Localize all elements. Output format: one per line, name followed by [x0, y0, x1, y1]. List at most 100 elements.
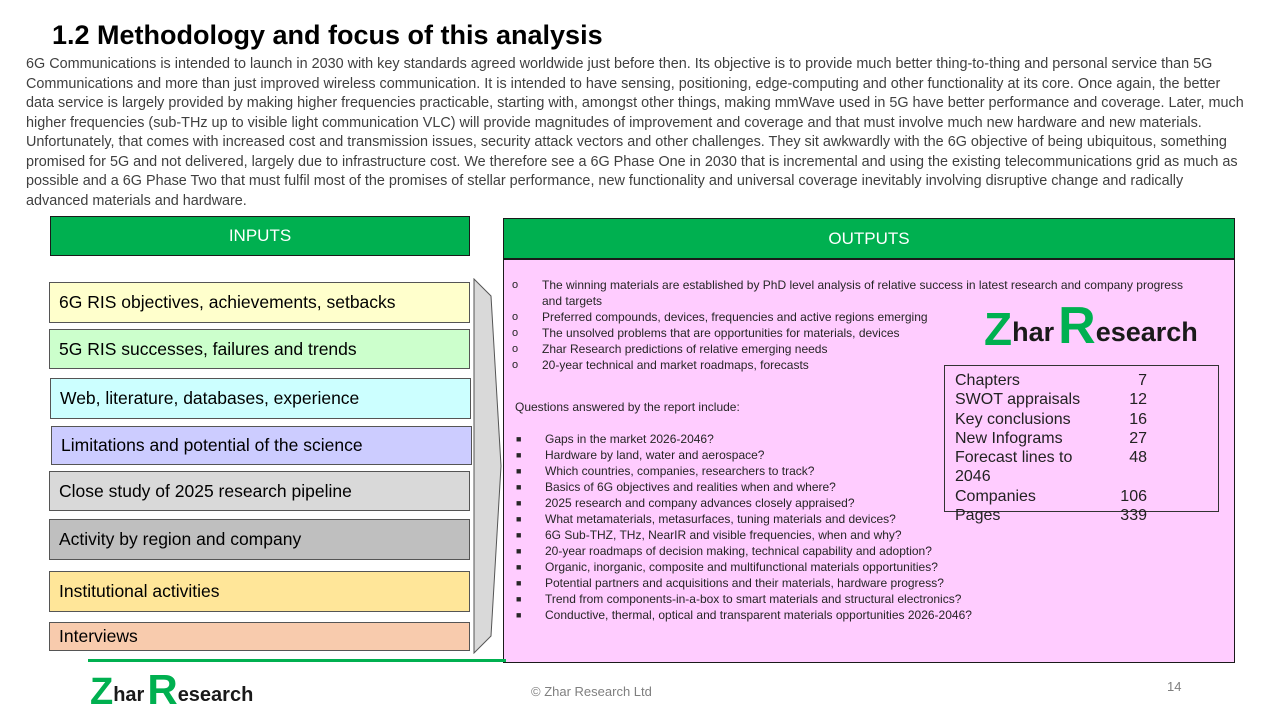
input-box: Close study of 2025 research pipeline — [49, 471, 470, 511]
output-item: o 20-year technical and market roadmaps, … — [512, 357, 1202, 373]
stat-label: Chapters — [955, 372, 1020, 389]
output-item-text: 20-year technical and market roadmaps, f… — [542, 358, 809, 372]
logo-letter-z: Z — [90, 671, 114, 713]
question-item: ■ Conductive, thermal, optical and transp… — [514, 607, 1074, 623]
circle-bullet-icon: o — [512, 343, 519, 355]
stat-row: Chapters 7 — [955, 371, 1218, 390]
stat-label: Companies — [955, 487, 1036, 505]
circle-bullet-icon: o — [512, 279, 519, 291]
question-text: Basics of 6G objectives and realities wh… — [545, 480, 836, 494]
output-item-text: Preferred compounds, devices, frequencie… — [542, 310, 928, 324]
question-text: Conductive, thermal, optical and transpa… — [545, 608, 972, 622]
square-bullet-icon: ■ — [516, 530, 522, 540]
output-item: o The unsolved problems that are opportun… — [512, 325, 1202, 341]
stat-label: Key conclusions — [955, 410, 1071, 428]
stat-row: New Infograms 27 — [955, 429, 1218, 448]
question-item: ■ Hardware by land, water and aerospace? — [514, 447, 1074, 463]
input-box: Institutional activities — [49, 571, 470, 612]
question-text: Organic, inorganic, composite and multif… — [545, 560, 938, 574]
logo-text-esearch: esearch — [177, 684, 254, 706]
square-bullet-icon: ■ — [516, 546, 522, 556]
stat-value: 48 — [1129, 449, 1147, 467]
question-item: ■ 20-year roadmaps of decision making, te… — [514, 543, 1074, 559]
stat-row: Forecast lines to 2046 48 — [955, 448, 1218, 487]
input-box: Limitations and potential of the science — [51, 426, 472, 465]
stat-value: 106 — [1120, 487, 1147, 505]
logo-letter-r: R — [147, 666, 178, 713]
outputs-header: OUTPUTS — [503, 218, 1235, 259]
square-bullet-icon: ■ — [516, 514, 522, 524]
page-number: 14 — [1167, 679, 1182, 694]
chevron-right-arrow-icon — [473, 278, 502, 654]
questions-heading: Questions answered by the report include… — [515, 400, 740, 414]
output-item-text: The unsolved problems that are opportuni… — [542, 326, 900, 340]
question-text: 20-year roadmaps of decision making, tec… — [545, 544, 932, 558]
footer-divider — [88, 659, 506, 662]
question-text: Gaps in the market 2026-2046? — [545, 432, 714, 446]
copyright-text: © Zhar Research Ltd — [531, 684, 652, 699]
question-item: ■ Organic, inorganic, composite and multi… — [514, 559, 1074, 575]
question-item: ■ Gaps in the market 2026-2046? — [514, 431, 1074, 447]
question-text: Hardware by land, water and aerospace? — [545, 448, 765, 462]
square-bullet-icon: ■ — [516, 482, 522, 492]
question-text: What metamaterials, metasurfaces, tuning… — [545, 512, 896, 526]
stat-value: 27 — [1129, 429, 1147, 447]
output-item: o The winning materials are established b… — [512, 277, 1202, 309]
question-item: ■ 6G Sub-THZ, THz, NearIR and visible fre… — [514, 527, 1074, 543]
stat-label: Forecast lines to 2046 — [955, 449, 1073, 486]
zhar-research-logo: Z har R esearch — [984, 300, 1198, 352]
questions-list: ■ Gaps in the market 2026-2046? ■ Hardware … — [514, 431, 1074, 623]
square-bullet-icon: ■ — [516, 466, 522, 476]
page-title: 1.2 Methodology and focus of this analys… — [52, 20, 603, 50]
square-bullet-icon: ■ — [516, 578, 522, 588]
question-item: ■ What metamaterials, metasurfaces, tunin… — [514, 511, 1074, 527]
intro-paragraph: 6G Communications is intended to launch … — [26, 56, 1244, 209]
logo-letter-r: R — [1058, 297, 1096, 355]
logo-text-har: har — [113, 684, 145, 706]
circle-bullet-icon: o — [512, 359, 519, 371]
output-item: o Preferred compounds, devices, frequenci… — [512, 309, 1202, 325]
question-item: ■ Potential partners and acquisitions and… — [514, 575, 1074, 591]
stat-value: 16 — [1129, 410, 1147, 428]
question-item: ■ Which countries, companies, researchers… — [514, 463, 1074, 479]
stat-row: Key conclusions 16 — [955, 410, 1218, 429]
circle-bullet-icon: o — [512, 311, 519, 323]
square-bullet-icon: ■ — [516, 562, 522, 572]
logo-letter-z: Z — [984, 303, 1013, 355]
question-text: 6G Sub-THZ, THz, NearIR and visible freq… — [545, 528, 902, 542]
input-box: Activity by region and company — [49, 519, 470, 560]
square-bullet-icon: ■ — [516, 498, 522, 508]
stat-label: New Infograms — [955, 429, 1063, 447]
square-bullet-icon: ■ — [516, 450, 522, 460]
square-bullet-icon: ■ — [516, 594, 522, 604]
question-item: ■ 2025 research and company advances clos… — [514, 495, 1074, 511]
input-box: 6G RIS objectives, achievements, setback… — [49, 282, 470, 323]
stat-label: SWOT appraisals — [955, 391, 1081, 409]
input-box: Interviews — [49, 622, 470, 651]
square-bullet-icon: ■ — [516, 434, 522, 444]
question-item: ■ Trend from components-in-a-box to smart… — [514, 591, 1074, 607]
stat-label: Pages — [955, 507, 1001, 525]
logo-text-esearch: esearch — [1095, 317, 1198, 347]
input-box: Web, literature, databases, experience — [50, 378, 471, 419]
question-text: 2025 research and company advances close… — [545, 496, 855, 510]
question-text: Potential partners and acquisitions and … — [545, 576, 944, 590]
output-item-text: Zhar Research predictions of relative em… — [542, 342, 828, 356]
square-bullet-icon: ■ — [516, 610, 522, 620]
question-text: Which countries, companies, researchers … — [545, 464, 815, 478]
footer-logo: Z har R esearch — [90, 666, 254, 713]
stat-row: Companies 106 — [955, 487, 1218, 506]
output-item: o Zhar Research predictions of relative e… — [512, 341, 1202, 357]
question-item: ■ Basics of 6G objectives and realities w… — [514, 479, 1074, 495]
logo-text-har: har — [1012, 317, 1055, 347]
input-box: 5G RIS successes, failures and trends — [49, 329, 470, 369]
circle-bullet-icon: o — [512, 327, 519, 339]
output-item-text: The winning materials are established by… — [542, 278, 1183, 308]
inputs-header: INPUTS — [50, 216, 470, 256]
outputs-list: o The winning materials are established b… — [512, 277, 1202, 373]
question-text: Trend from components-in-a-box to smart … — [545, 592, 962, 606]
stat-value: 7 — [1138, 372, 1147, 389]
